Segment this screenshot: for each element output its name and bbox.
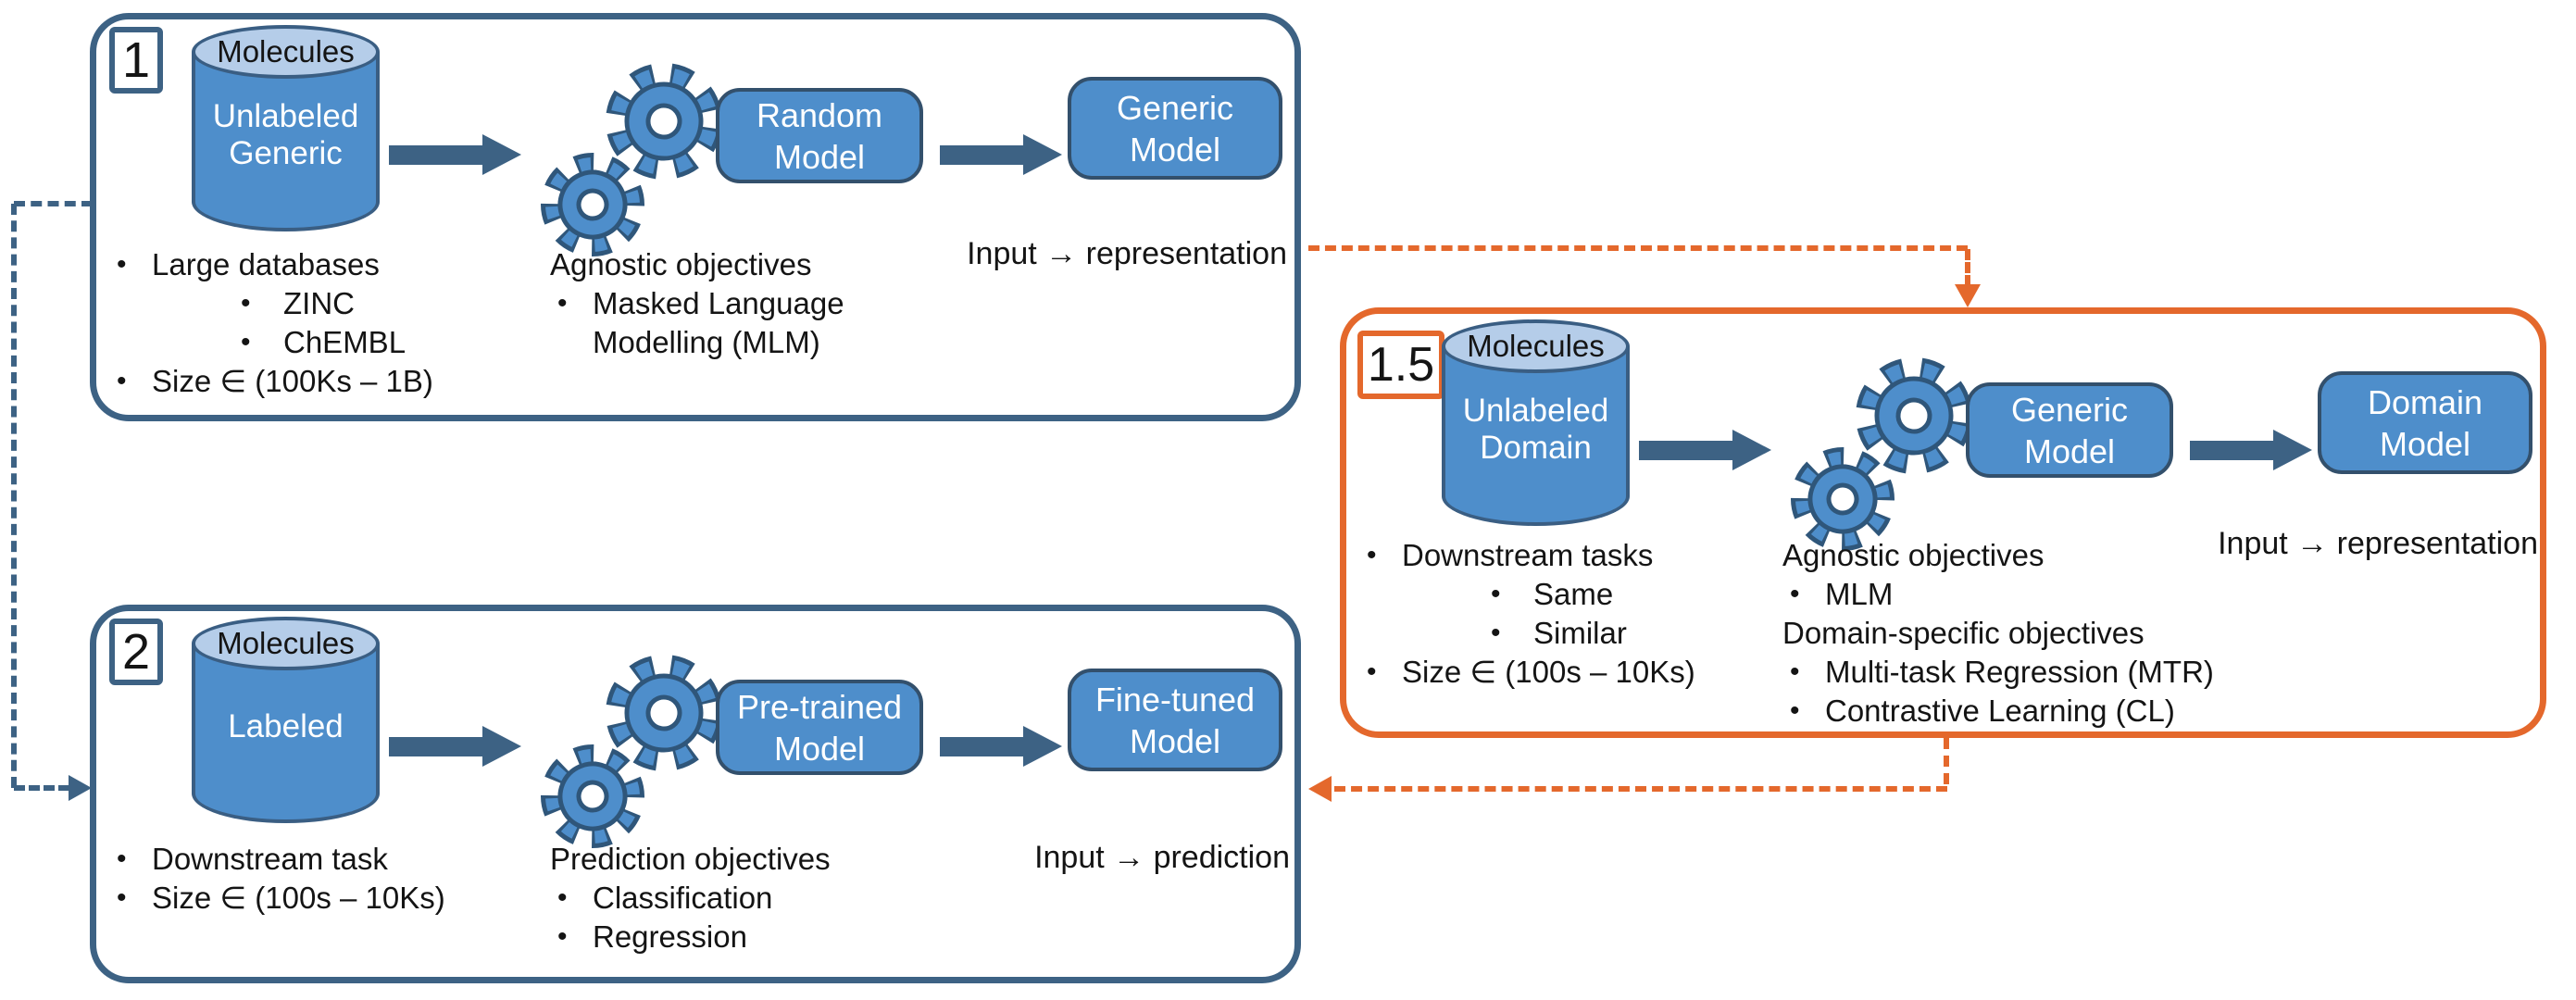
dashed-segment <box>14 201 93 206</box>
arrow-head <box>482 726 521 767</box>
stage-number: 2 <box>121 624 151 680</box>
note-item: Masked Language Modelling (MLM) <box>550 284 844 362</box>
input-model-box: Pre-trained Model <box>716 680 923 775</box>
io-mapping-label: Input → representation <box>2218 526 2538 561</box>
cylinder-body: Labeled <box>192 644 380 823</box>
flow-arrow-icon <box>940 726 1062 767</box>
note-item: MLM <box>1782 575 2214 614</box>
arrowhead-right-icon <box>69 775 92 801</box>
gears-icon <box>541 655 722 848</box>
note-item: Multi-task Regression (MTR) <box>1782 653 2214 692</box>
cylinder-title: Molecules <box>217 626 355 660</box>
dashed-segment <box>11 204 17 788</box>
stage-number-badge: 1.5 <box>1357 331 1444 399</box>
output-model-box: Generic Model <box>1068 77 1282 180</box>
cylinder-label: Labeled <box>228 708 344 744</box>
data-notes-list: Downstream tasks Same Similar Size ∈ (10… <box>1359 536 1695 692</box>
objective-notes-list: Agnostic objectives Masked Language Mode… <box>550 245 844 362</box>
flow-arrow-icon <box>389 726 521 767</box>
note-item: Same <box>1359 575 1695 614</box>
note-item: Prediction objectives <box>550 842 831 876</box>
cylinder-top-ellipse: Molecules <box>1442 319 1630 373</box>
output-model-box: Fine-tuned Model <box>1068 669 1282 771</box>
arrow-shaft <box>940 737 1025 756</box>
note-item: Downstream tasks <box>1359 536 1695 575</box>
note-item: Downstream task <box>109 840 445 879</box>
stage-number: 1.5 <box>1367 338 1435 392</box>
note-item: Agnostic objectives <box>1782 538 2045 572</box>
arrow-shaft <box>940 145 1025 165</box>
arrowhead-left-icon <box>1308 776 1332 802</box>
arrow-shaft <box>389 145 484 165</box>
arrow-shaft <box>2190 441 2275 460</box>
input-model-box: Random Model <box>716 88 923 183</box>
data-notes-list: Downstream task Size ∈ (100s – 10Ks) <box>109 840 445 918</box>
stage-number: 1 <box>121 32 151 88</box>
arrow-head <box>482 134 521 175</box>
note-item: Size ∈ (100s – 10Ks) <box>109 879 445 918</box>
cylinder-title: Molecules <box>217 34 355 69</box>
stage-2-panel: 2 Molecules Labeled <box>90 605 1301 983</box>
flow-arrow-icon <box>2190 430 2312 470</box>
cylinder-label: Unlabeled Domain <box>1462 393 1609 466</box>
dashed-segment <box>1308 245 1968 251</box>
cylinder-body: Unlabeled Domain <box>1442 346 1630 526</box>
input-model-box: Generic Model <box>1966 382 2173 478</box>
cylinder-top-ellipse: Molecules <box>192 25 380 79</box>
flow-arrow-icon <box>940 134 1062 175</box>
note-item: Similar <box>1359 614 1695 653</box>
arrow-shaft <box>1639 441 1734 460</box>
gears-icon <box>541 63 722 256</box>
data-notes-list: Large databases ZINC ChEMBL Size ∈ (100K… <box>109 245 433 401</box>
arrow-head <box>1023 134 1062 175</box>
stage-1-5-panel: 1.5 Molecules Unlabeled Domain <box>1340 307 2546 738</box>
stage-number-badge: 2 <box>109 619 163 685</box>
cylinder-label: Unlabeled Generic <box>212 98 359 171</box>
note-item: Regression <box>550 918 831 956</box>
note-item: ChEMBL <box>109 323 433 362</box>
output-model-box: Domain Model <box>2318 371 2532 474</box>
molecules-database-cylinder: Molecules Unlabeled Domain <box>1442 319 1630 526</box>
note-item: Contrastive Learning (CL) <box>1782 692 2214 731</box>
dashed-segment <box>14 785 69 791</box>
note-item: Size ∈ (100s – 10Ks) <box>1359 653 1695 692</box>
cylinder-title: Molecules <box>1467 329 1605 363</box>
arrowhead-down-icon <box>1955 284 1981 307</box>
dashed-segment <box>1944 738 1949 784</box>
dashed-segment <box>1334 786 1947 792</box>
io-mapping-label: Input → representation <box>967 236 1287 271</box>
arrow-head <box>2273 430 2312 470</box>
flow-arrow-icon <box>389 134 521 175</box>
stage-1-panel: 1 Molecules Unlabeled Generic <box>90 13 1301 421</box>
cylinder-body: Unlabeled Generic <box>192 52 380 231</box>
arrow-head <box>1732 430 1771 470</box>
objective-notes-list: Agnostic objectives MLM Domain-specific … <box>1782 536 2214 731</box>
molecules-database-cylinder: Molecules Labeled <box>192 617 380 823</box>
note-item: ZINC <box>109 284 433 323</box>
flow-arrow-icon <box>1639 430 1771 470</box>
note-item: Classification <box>550 879 831 918</box>
note-item: Size ∈ (100Ks – 1B) <box>109 362 433 401</box>
objective-notes-list: Prediction objectives Classification Reg… <box>550 840 831 956</box>
io-mapping-label: Input → prediction <box>1034 840 1290 875</box>
dashed-segment <box>1965 249 1970 286</box>
note-item: Large databases <box>109 245 433 284</box>
gears-icon <box>1791 357 1972 551</box>
cylinder-top-ellipse: Molecules <box>192 617 380 670</box>
stage-number-badge: 1 <box>109 27 163 94</box>
arrow-head <box>1023 726 1062 767</box>
arrow-shaft <box>389 737 484 756</box>
note-item: Domain-specific objectives <box>1782 616 2145 650</box>
note-item: Agnostic objectives <box>550 247 812 281</box>
molecules-database-cylinder: Molecules Unlabeled Generic <box>192 25 380 231</box>
